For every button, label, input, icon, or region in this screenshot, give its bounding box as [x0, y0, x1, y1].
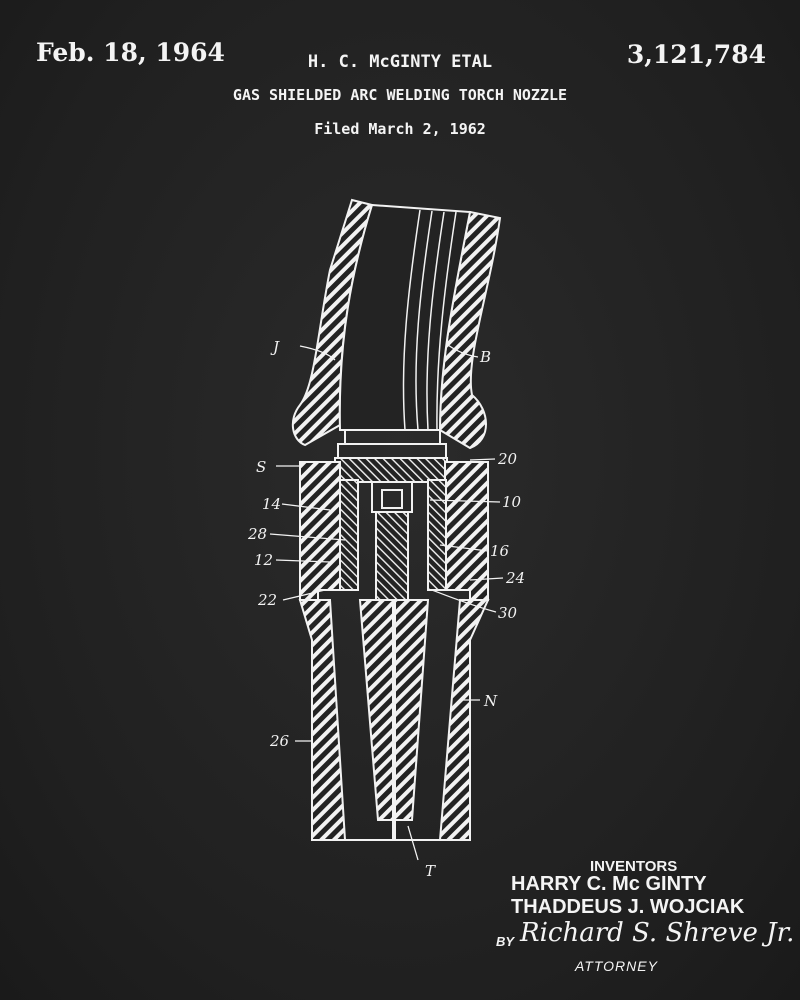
- label-30: 30: [498, 604, 518, 622]
- filed-date: Filed March 2, 1962: [314, 120, 486, 138]
- label-12: 12: [254, 551, 273, 569]
- patent-title: GAS SHIELDED ARC WELDING TORCH NOZZLE: [232, 86, 568, 104]
- label-N: N: [483, 692, 498, 710]
- label-26: 26: [269, 732, 290, 750]
- nozzle-left-wall: [298, 599, 347, 841]
- patent-date: Feb. 18, 1964: [36, 38, 225, 67]
- inventor-name-2: THADDEUS J. WOJCIAK: [511, 896, 745, 918]
- nozzle-right-wall: [438, 599, 490, 841]
- attorney-label: ATTORNEY: [575, 958, 658, 974]
- inventors-label: INVENTORS: [590, 858, 678, 875]
- label-S: S: [256, 458, 266, 476]
- label-20: 20: [497, 450, 518, 468]
- label-22: 22: [257, 591, 277, 609]
- label-T: T: [425, 862, 436, 880]
- label-16: 16: [490, 542, 510, 560]
- coupling-left: [299, 461, 341, 601]
- label-14: 14: [262, 495, 281, 513]
- label-10: 10: [502, 493, 522, 511]
- label-24: 24: [505, 569, 525, 587]
- patent-number: 3,121,784: [626, 40, 766, 69]
- by-label: BY: [496, 934, 515, 949]
- label-28: 28: [247, 525, 267, 543]
- inventor-heading: H. C. McGINTY ETAL: [307, 52, 493, 72]
- label-J: J: [270, 338, 280, 356]
- label-B: B: [479, 348, 491, 366]
- inventor-name-1: HARRY C. Mc GINTY: [511, 873, 707, 895]
- attorney-signature: Richard S. Shreve Jr.: [520, 918, 795, 948]
